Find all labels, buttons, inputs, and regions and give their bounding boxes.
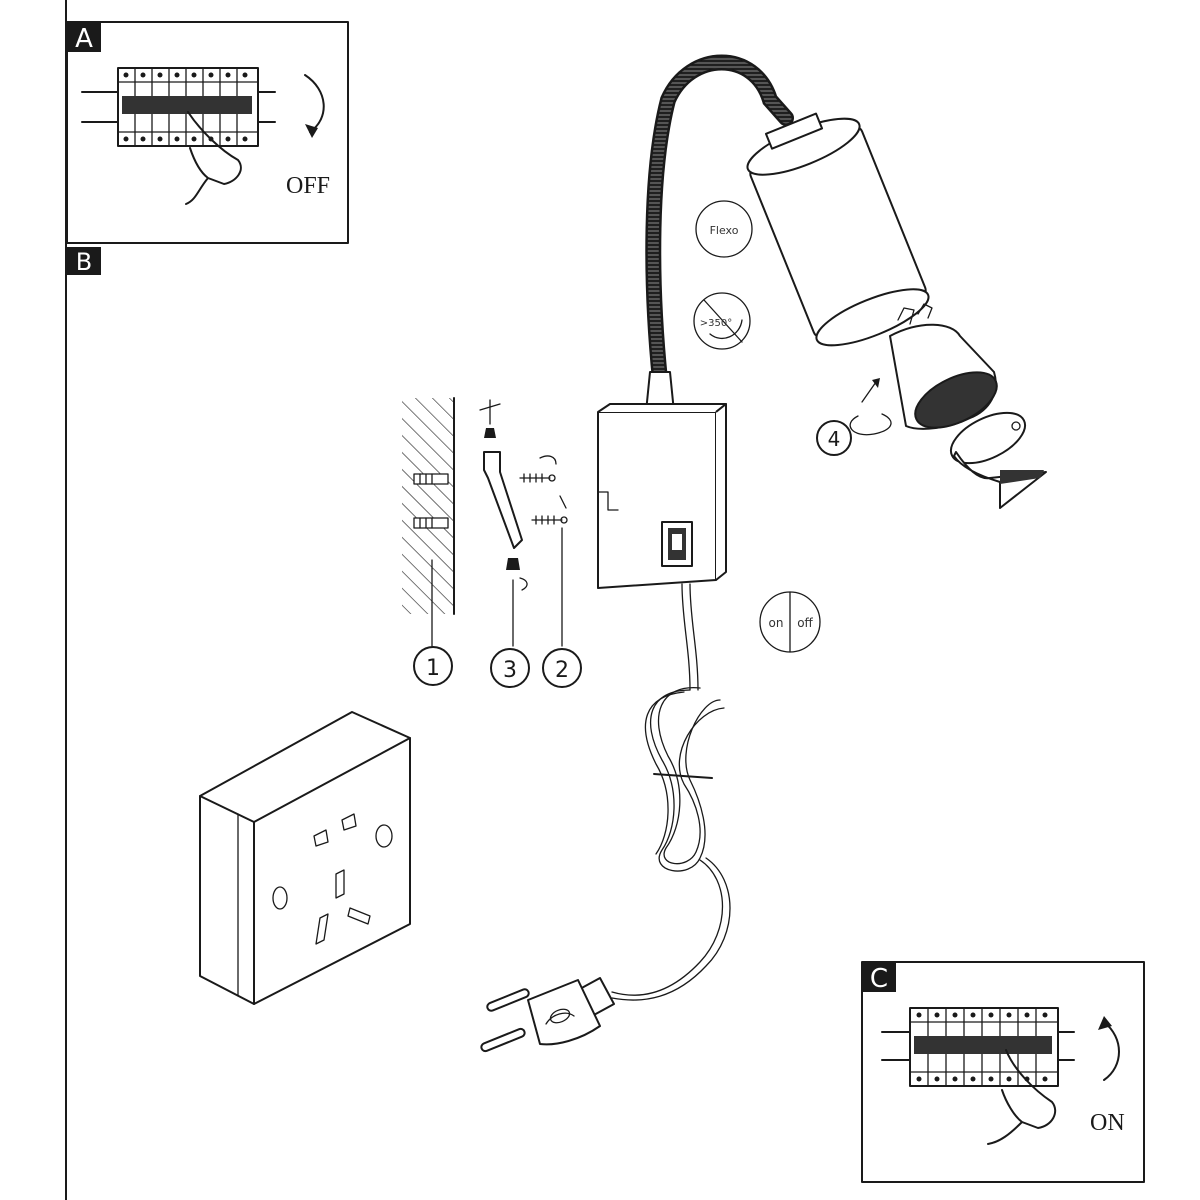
flexo-label: Flexo — [710, 224, 739, 237]
rotation-icon: >350° — [693, 292, 751, 350]
callout-1-text: 1 — [426, 656, 440, 681]
hand-pointer-icon-c — [987, 1049, 1057, 1145]
wall-plugs — [413, 473, 449, 529]
callout-2-text: 2 — [555, 658, 569, 683]
callout-4-text: 4 — [828, 427, 841, 451]
breaker-panel-c — [881, 1007, 1075, 1087]
panel-c-badge — [862, 962, 896, 992]
panel-c-badge-text: C — [870, 964, 888, 994]
panel-c: C ON — [861, 961, 1145, 1183]
panel-b-badge-text: B — [76, 248, 92, 276]
panel-a-badge-text: A — [75, 24, 93, 54]
switch-off-label: off — [797, 616, 813, 630]
lamp-holder — [949, 411, 1047, 509]
gu10-bulb — [889, 303, 998, 430]
callout-4: 4 — [816, 420, 852, 456]
on-off-icon: on off — [759, 591, 821, 653]
bottom-screw-icon — [506, 558, 520, 570]
callout-1: 1 — [413, 646, 453, 686]
lamp-head — [746, 112, 930, 347]
plug-pins — [480, 988, 530, 1053]
top-screw-icon — [484, 428, 496, 438]
panel-a-action-label: OFF — [286, 173, 330, 199]
wall-section — [402, 398, 454, 614]
panel-c-action-label: ON — [1090, 1110, 1125, 1136]
wall-socket — [199, 711, 411, 1005]
wall-screws — [519, 455, 568, 525]
panel-a-badge — [67, 22, 101, 52]
breaker-panel-a — [81, 67, 276, 147]
flexo-icon: Flexo — [695, 200, 753, 258]
wall-mount-assembly — [402, 397, 568, 647]
callout-2: 2 — [542, 648, 582, 688]
euro-plug — [480, 977, 615, 1053]
switch-box — [597, 403, 727, 589]
panel-b-badge — [67, 247, 101, 275]
hand-pointer-icon — [185, 111, 242, 205]
socket-holes — [272, 813, 393, 945]
gooseneck-arm — [645, 54, 794, 388]
cable-upper — [681, 583, 691, 691]
panel-a: A OFF — [66, 21, 349, 244]
mounting-bracket — [483, 451, 523, 549]
switch-on-label: on — [769, 616, 784, 630]
rotation-label: >350° — [700, 318, 732, 329]
callout-3-text: 3 — [503, 658, 517, 683]
wall-lamp: 4 — [597, 54, 1047, 691]
coiled-cable — [611, 687, 731, 1001]
callout-3: 3 — [490, 648, 530, 688]
